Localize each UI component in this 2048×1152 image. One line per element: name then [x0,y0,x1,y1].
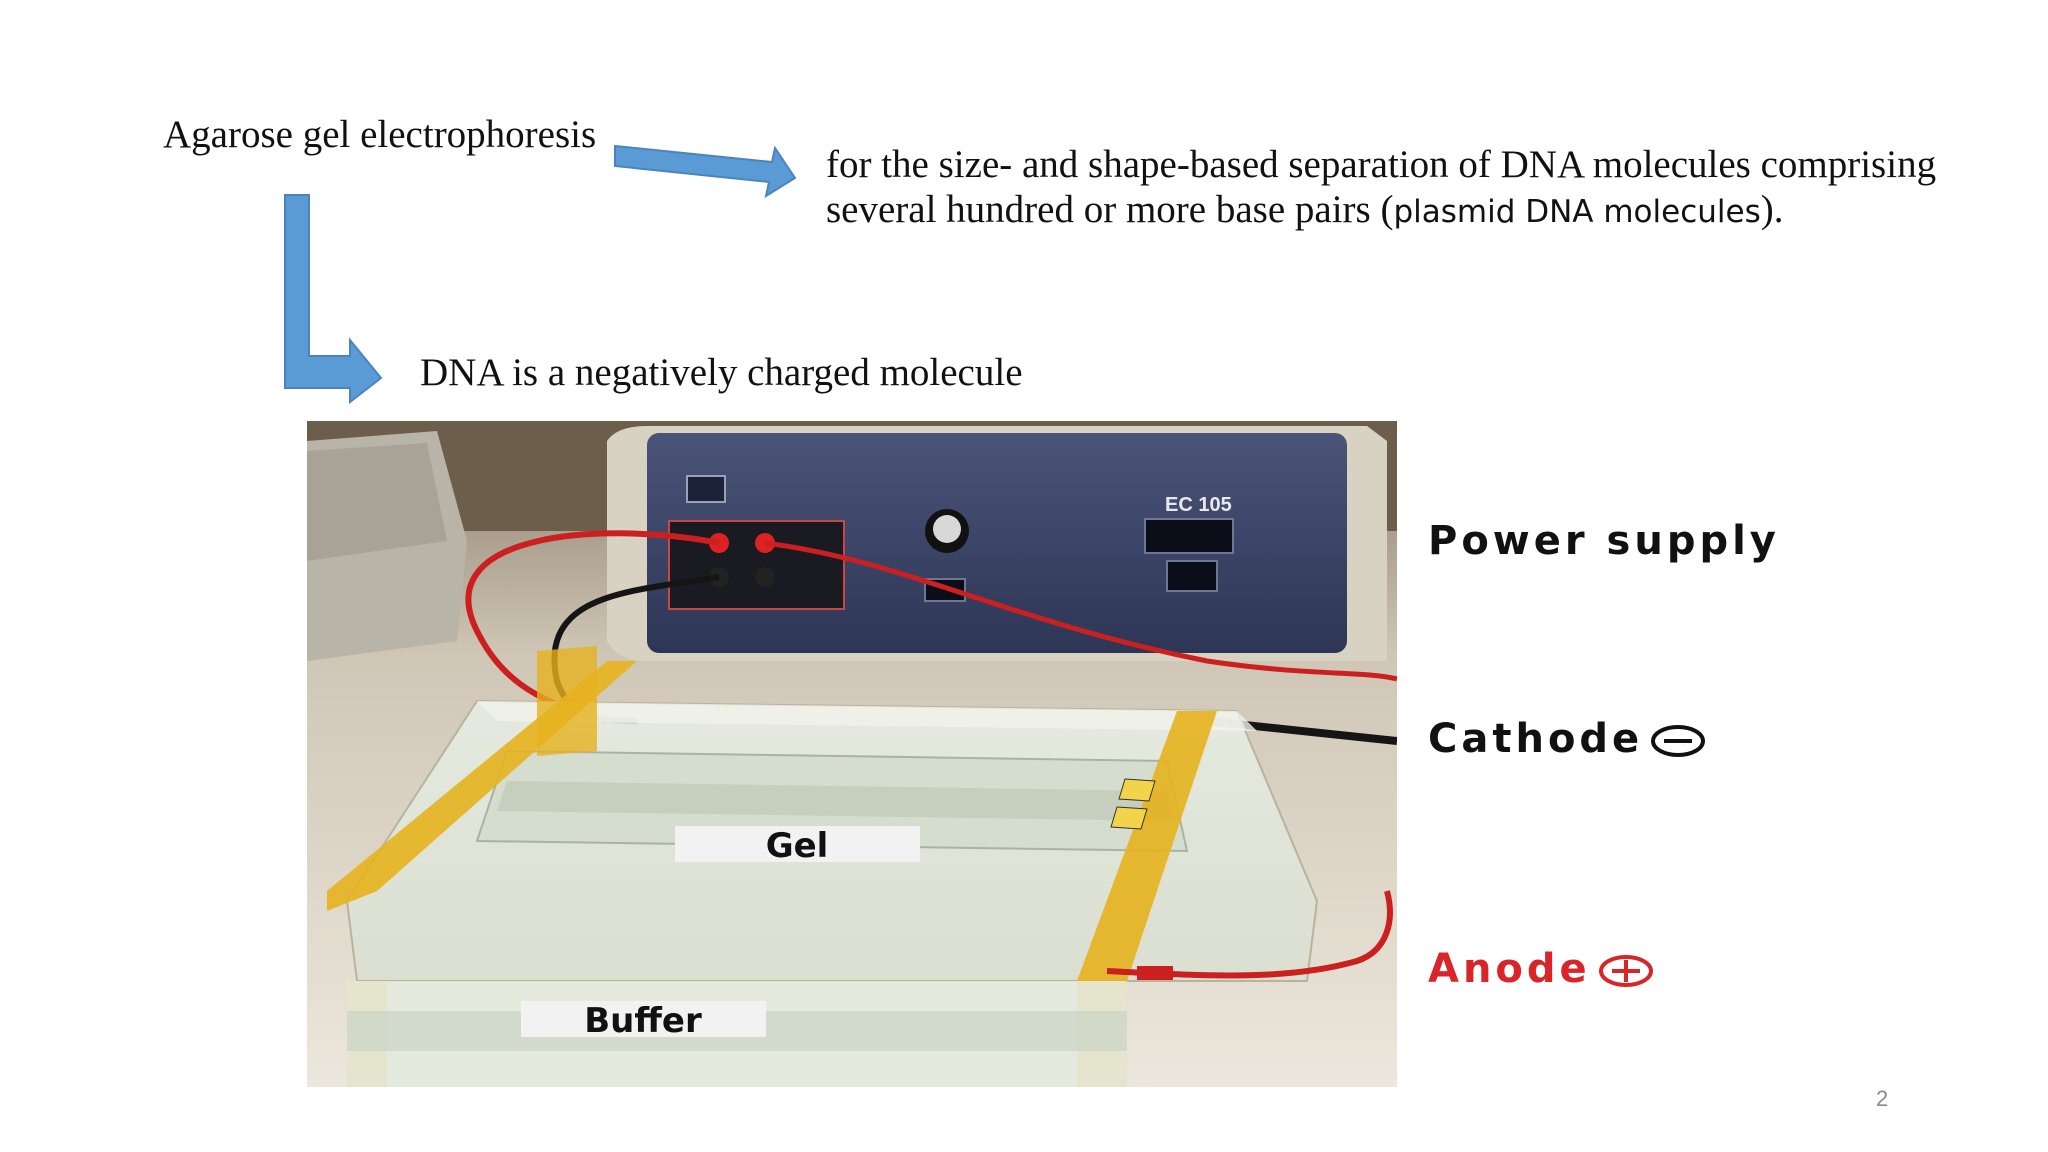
right-arrow-icon [614,144,797,198]
device-model-label: EC 105 [1165,494,1232,516]
description-prefix: several hundred or more base pairs ( [826,188,1394,231]
cathode-label: Cathode [1428,716,1644,762]
electrophoresis-apparatus-illustration: EC 105 Gel Buffer [307,421,1397,1087]
anode-label-group: Anode [1428,946,1655,992]
description-line-1: for the size- and shape-based separation… [826,143,1937,186]
power-supply-label: Power supply [1428,518,1780,564]
charge-note: DNA is a negatively charged molecule [420,351,1023,394]
bent-arrow-icon [284,194,383,405]
description-line-2: several hundred or more base pairs (plas… [826,187,1783,235]
electrophoresis-photo: EC 105 Gel Buffer [307,421,1397,1087]
cathode-label-group: Cathode [1428,716,1707,762]
minus-circle-icon [1651,725,1706,757]
slide-title: Agarose gel electrophoresis [163,113,597,156]
buffer-label: Buffer [584,1001,702,1041]
page-number: 2 [1876,1086,1889,1111]
anode-label: Anode [1428,946,1591,992]
description-sans-term: plasmid DNA molecules [1393,194,1761,230]
plus-circle-icon [1598,955,1653,987]
description-suffix: ). [1760,188,1784,231]
gel-label: Gel [766,826,829,866]
